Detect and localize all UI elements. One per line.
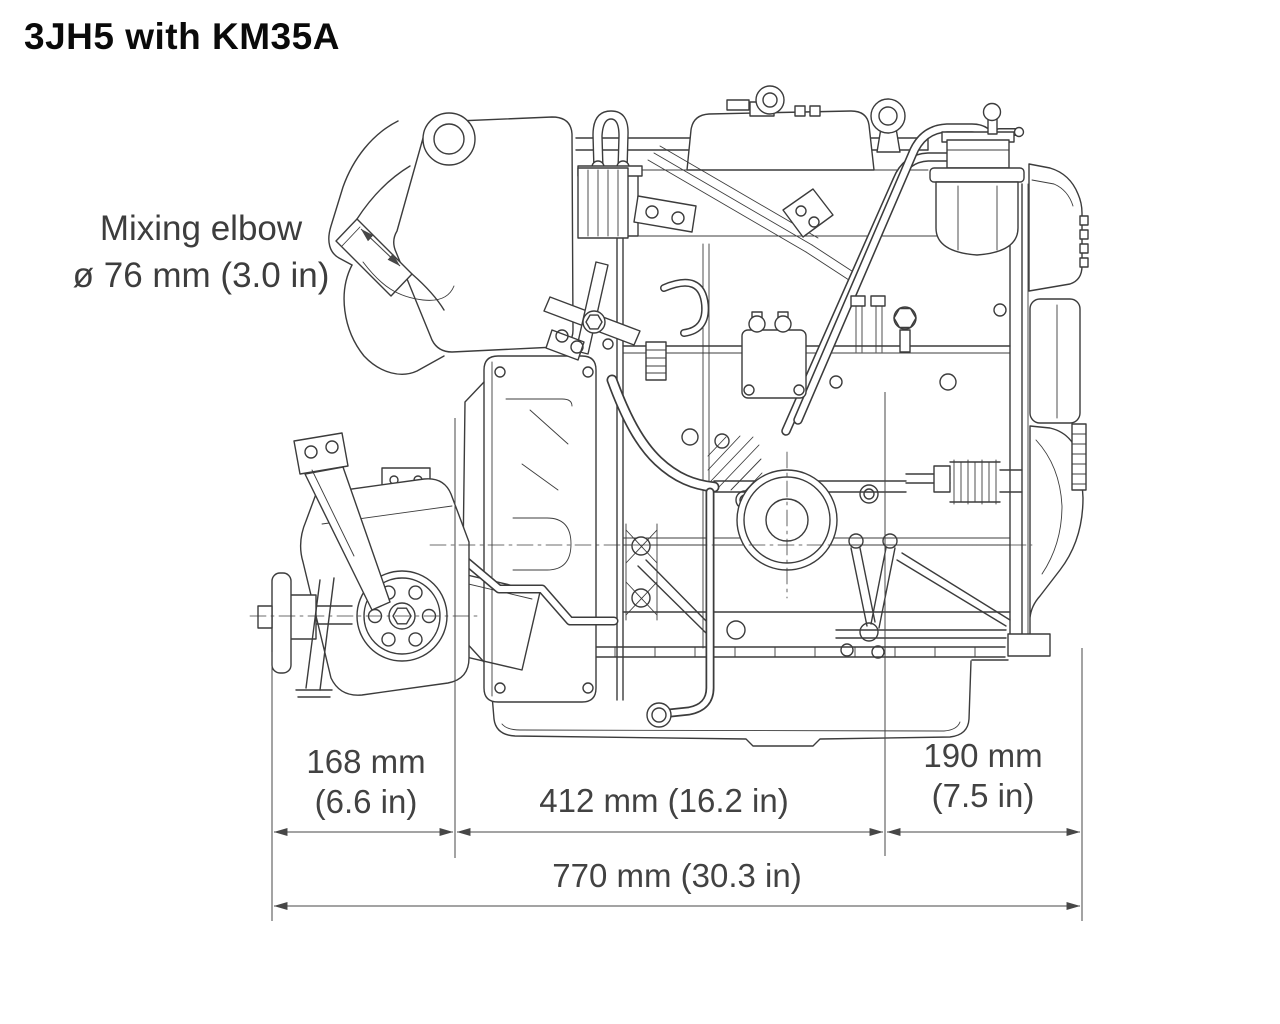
alternator-block — [577, 167, 697, 239]
injection-pump — [741, 295, 917, 399]
dimension-annotations — [271, 228, 1083, 921]
governor-and-pipes — [606, 278, 907, 493]
dimension-rear-inch: (7.5 in) — [931, 777, 1035, 814]
mixing-elbow-diameter-label: ø 76 mm (3.0 in) — [72, 256, 330, 295]
rear-lifting-eye — [870, 98, 906, 153]
dimension-rear-mm: 190 mm — [923, 737, 1043, 774]
dimension-label-rear: 190 mm (7.5 in) — [923, 736, 1042, 816]
rear-housing — [971, 163, 1089, 661]
bellows-coupling — [905, 459, 1023, 505]
heat-exchanger-tank — [393, 112, 574, 353]
output-coupling-splines — [1071, 423, 1087, 491]
dimension-front-mm: 168 mm — [306, 743, 426, 780]
oil-pan — [489, 659, 972, 747]
page-title: 3JH5 with KM35A — [24, 16, 340, 57]
front-mounting-bracket — [293, 432, 391, 698]
bed-rail — [555, 646, 1006, 658]
elbow-diameter-arrow — [360, 228, 401, 267]
control-lever — [543, 261, 641, 361]
rear-mounting-bracket — [637, 533, 1011, 659]
centerlines — [249, 451, 1033, 617]
dimension-front-inch: (6.6 in) — [314, 783, 418, 820]
section-hatch — [707, 435, 763, 492]
mixing-elbow-callout: Mixing elbow ø 76 mm (3.0 in) — [36, 205, 366, 299]
flywheel-housing — [461, 355, 597, 703]
mixing-elbow-label: Mixing elbow — [99, 209, 303, 248]
dimension-label-middle: 412 mm (16.2 in) — [539, 782, 789, 819]
fuel-filter — [929, 102, 1025, 256]
fuel-line-bundle — [647, 145, 859, 283]
engine-drawing — [249, 85, 1089, 747]
dimension-label-overall: 770 mm (30.3 in) — [552, 857, 802, 894]
drain-pipe — [646, 487, 715, 728]
banjo-bolt — [893, 306, 917, 353]
lifting-eye-boss — [422, 112, 476, 166]
oil-filler-cap — [726, 85, 821, 117]
propeller-coupling — [257, 572, 353, 674]
pipe-clamp — [782, 188, 834, 238]
dimension-label-front: 168 mm (6.6 in) — [306, 742, 425, 822]
rocker-cover — [686, 85, 875, 171]
